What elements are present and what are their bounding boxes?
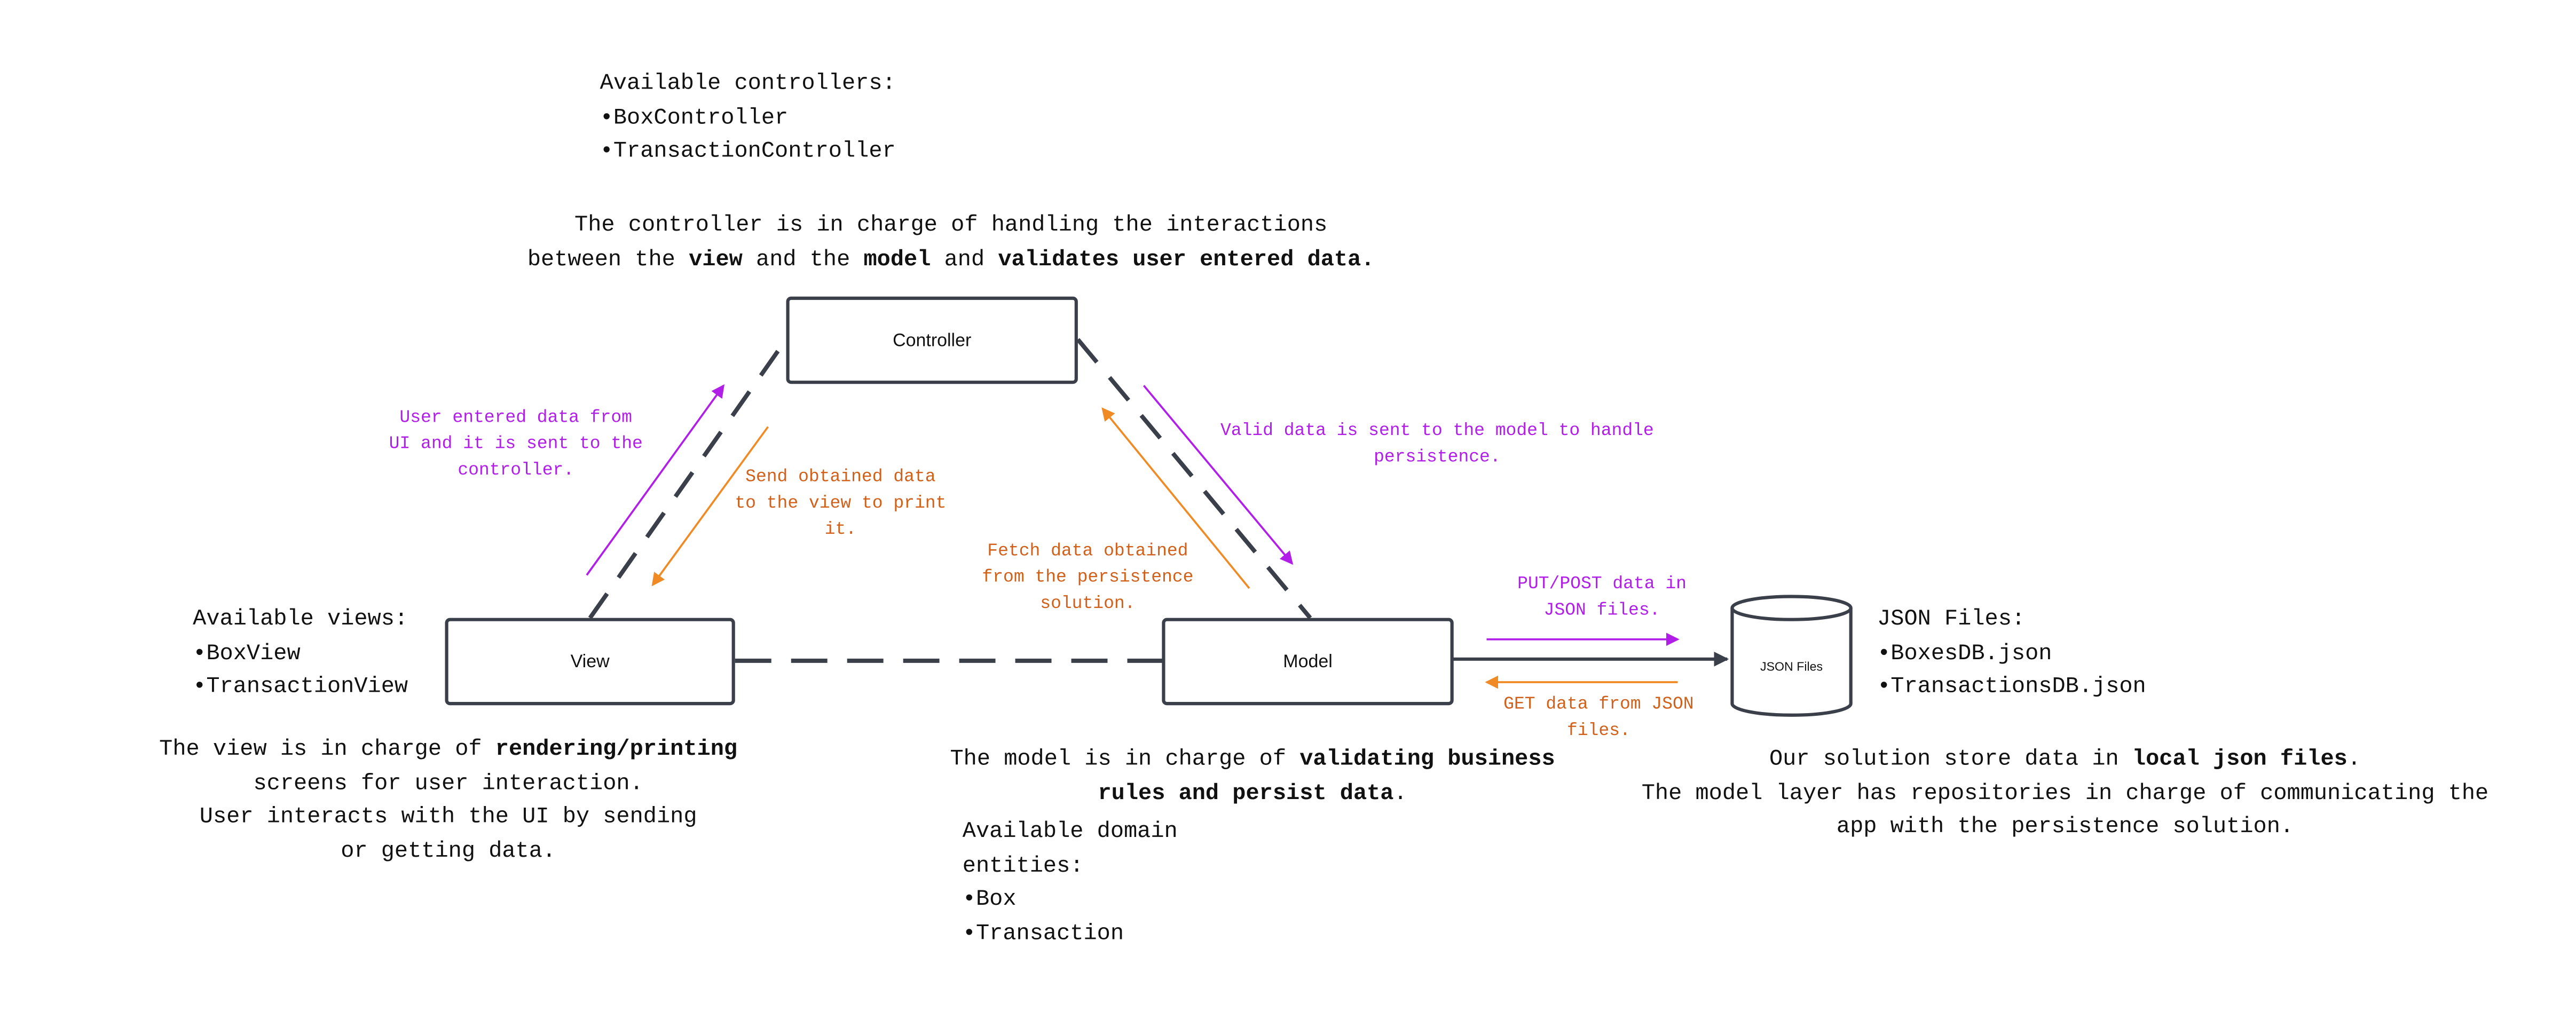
json-files-list: JSON Files: •BoxesDB.json •TransactionsD… <box>1877 605 2146 706</box>
storage-desc-line: Our solution store data in local json fi… <box>1769 748 2361 773</box>
entities-heading: entities: <box>962 854 1084 879</box>
model-label: Model <box>1283 651 1333 671</box>
view-desc-line: User interacts with the UI by sending <box>199 805 697 831</box>
model-desc-line: rules and persist data. <box>1098 781 1407 807</box>
model-desc-line: The model is in charge of validating bus… <box>950 748 1555 773</box>
arrow-model-to-controller <box>1101 407 1250 589</box>
connector-controller-model <box>1076 338 1312 620</box>
label-send-obtained-data: Send obtained data to the view to print … <box>735 468 947 541</box>
controller-item: •BoxController <box>600 106 789 131</box>
controllers-heading: Available controllers: <box>600 72 896 98</box>
controllers-list: Available controllers: •BoxController •T… <box>600 69 896 171</box>
view-desc-line: or getting data. <box>341 839 556 865</box>
view-item: •BoxView <box>193 642 301 667</box>
json-files-cylinder <box>1730 595 1853 717</box>
views-list: Available views: •BoxView •TransactionVi… <box>193 605 408 706</box>
entity-item: •Box <box>962 888 1017 913</box>
storage-desc-line: app with the persistence solution. <box>1836 816 2294 841</box>
json-files-label: JSON Files <box>1760 659 1823 674</box>
view-desc-line: The view is in charge of rendering/print… <box>159 738 738 763</box>
view-item: •TransactionView <box>193 675 408 700</box>
entities-heading: Available domain <box>962 820 1178 846</box>
controller-box: Controller <box>786 296 1078 384</box>
label-put-post: PUT/POST data in JSON files. <box>1517 575 1687 621</box>
storage-desc-line: The model layer has repositories in char… <box>1641 781 2489 807</box>
controller-desc-line: The controller is in charge of handling … <box>574 214 1328 239</box>
connector-view-controller <box>588 338 788 619</box>
entities-list: Available domain entities: •Box •Transac… <box>963 817 1178 952</box>
arrow-view-to-controller <box>586 384 724 576</box>
view-desc-line: screens for user interaction. <box>253 772 643 797</box>
controller-item: •TransactionController <box>600 140 896 165</box>
arrow-controller-to-view <box>651 426 769 587</box>
json-file-item: •TransactionsDB.json <box>1877 675 2146 700</box>
view-description: The view is in charge of rendering/print… <box>152 735 745 870</box>
json-files-heading: JSON Files: <box>1877 608 2026 633</box>
model-description: The model is in charge of validating bus… <box>940 745 1566 812</box>
label-get-data: GET data from JSON files. <box>1503 695 1694 742</box>
label-valid-data: Valid data is sent to the model to handl… <box>1220 422 1654 468</box>
entity-item: •Transaction <box>962 922 1124 947</box>
view-box: View <box>445 618 735 706</box>
views-heading: Available views: <box>193 608 408 633</box>
label-fetch-data: Fetch data obtained from the persistence… <box>982 542 1194 615</box>
controller-description: The controller is in charge of handling … <box>523 211 1380 279</box>
label-user-entered-data: User entered data from UI and it is sent… <box>389 408 643 481</box>
view-label: View <box>570 651 610 671</box>
storage-description: Our solution store data in local json fi… <box>1620 745 2510 846</box>
controller-desc-line: between the view and the model and valid… <box>527 248 1375 273</box>
json-file-item: •BoxesDB.json <box>1877 642 2052 667</box>
arrow-controller-to-model <box>1143 385 1294 565</box>
model-box: Model <box>1162 618 1454 706</box>
controller-label: Controller <box>893 330 972 350</box>
